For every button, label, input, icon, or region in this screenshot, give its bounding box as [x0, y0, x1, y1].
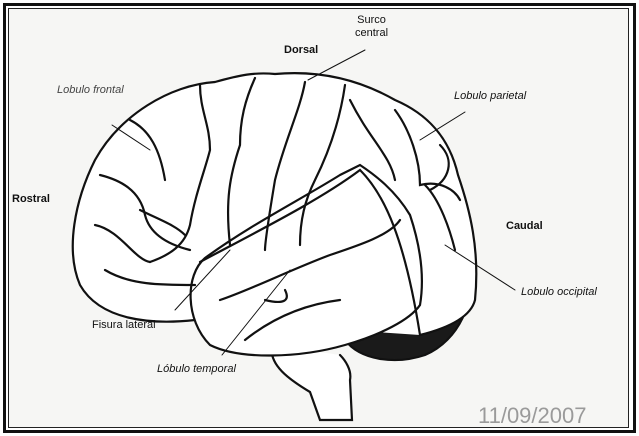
temporal-lobe [189, 163, 424, 357]
date-stamp: 11/09/2007 [478, 403, 587, 428]
outer-frame [3, 3, 636, 433]
label-dorsal: Dorsal [284, 44, 319, 56]
label-caudal: Caudal [506, 220, 543, 232]
label-fisura-lateral: Fisura lateral [92, 319, 156, 331]
brainstem [270, 343, 354, 422]
label-lobulo-temporal: Lóbulo temporal [157, 363, 236, 375]
label-central: central [355, 27, 389, 39]
label-rostral: Rostral [12, 193, 50, 205]
label-lobulo-occipital: Lobulo occipital [521, 286, 597, 298]
label-surco: Surco [357, 14, 386, 26]
label-surco-central: Surco central [355, 14, 388, 40]
label-lobulo-parietal: Lobulo parietal [454, 90, 527, 102]
label-lobulo-frontal: Lobulo frontal [57, 84, 124, 96]
